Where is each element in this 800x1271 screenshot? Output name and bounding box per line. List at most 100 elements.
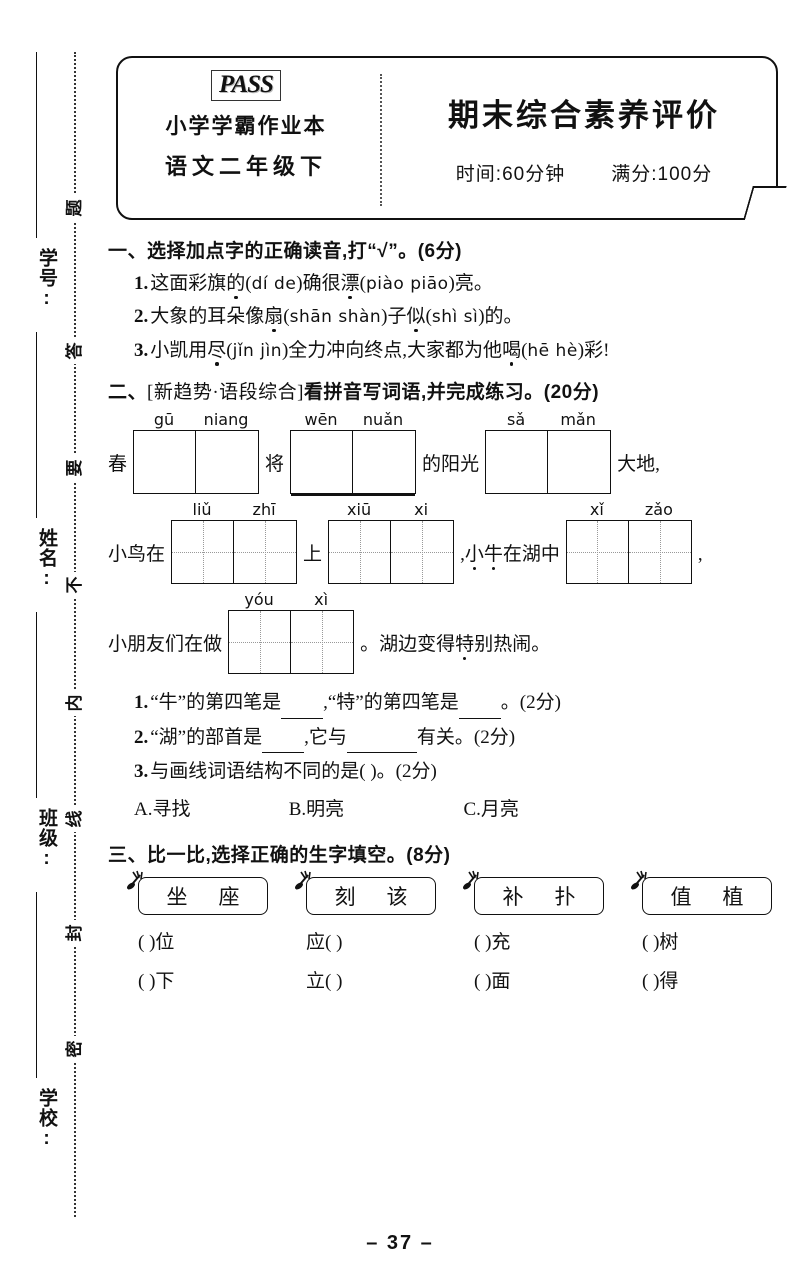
exam-meta: 时间:60分钟 满分:100分 <box>400 159 768 186</box>
answer-blank[interactable] <box>262 723 305 754</box>
fill-in-blank-item[interactable]: 应( ) <box>306 932 343 954</box>
emphasized-char: 扇 <box>264 306 284 328</box>
header-divider <box>380 74 382 206</box>
candidate-char[interactable]: 扑 <box>554 885 576 910</box>
tianzige-box[interactable] <box>565 520 692 585</box>
candidate-char[interactable]: 刻 <box>334 885 356 910</box>
tianzige-cell[interactable] <box>196 431 258 493</box>
seal-rule-school <box>36 892 37 1078</box>
question-text: ,“特”的第四笔是 <box>323 692 459 714</box>
fill-in-blank-item[interactable]: ( )位 <box>138 932 175 954</box>
candidate-char[interactable]: 植 <box>722 885 744 910</box>
tianzige-cell[interactable] <box>172 521 235 584</box>
tianzige-cell[interactable] <box>229 611 292 674</box>
fill-in-blank-item[interactable]: ( )得 <box>642 971 679 993</box>
tianzige-cell[interactable] <box>329 521 392 584</box>
tianzige-cell[interactable] <box>291 431 354 494</box>
fill-in-blank-item[interactable]: ( )充 <box>474 932 511 954</box>
tianzige-cell[interactable] <box>234 521 297 584</box>
fill-in-blank-item[interactable]: ( )面 <box>474 971 511 993</box>
candidate-char[interactable]: 补 <box>502 885 524 910</box>
tianzige-box[interactable] <box>171 520 298 585</box>
sentence-char: 鸟 <box>127 544 147 566</box>
pinyin-option[interactable]: jǐn <box>232 340 255 361</box>
tianzige-box[interactable] <box>485 430 612 495</box>
tianzige-box[interactable] <box>133 430 260 495</box>
candidate-char[interactable]: 坐 <box>166 885 188 910</box>
pinyin-option[interactable]: piào <box>365 274 405 294</box>
tianzige-cell[interactable] <box>628 521 691 584</box>
fill-in-blank-item[interactable]: ( )树 <box>642 932 679 954</box>
tianzige-box[interactable] <box>328 520 455 585</box>
pinyin-option[interactable]: piāo <box>410 274 449 294</box>
sentence-char: 在 <box>184 634 204 656</box>
tianzige-cell[interactable] <box>566 521 629 584</box>
sentence-text: 上 <box>303 539 322 584</box>
section-2-sub-question: 1.“牛”的第四笔是 ,“特”的第四笔是 。(2分) <box>134 688 794 719</box>
pinyin-option[interactable]: dí <box>251 274 269 294</box>
question-number: 3. <box>134 339 149 361</box>
pinyin-option[interactable]: de <box>274 274 297 294</box>
fill-in-blank-item[interactable]: 立( ) <box>306 971 343 993</box>
question-number: 2. <box>134 306 149 328</box>
question-text: ( <box>521 339 528 361</box>
page-number: – 37 – <box>366 1232 434 1254</box>
pinyin-option[interactable]: hē <box>527 340 550 361</box>
answer-blank[interactable] <box>458 688 501 719</box>
option-c[interactable]: C.月亮 <box>463 798 519 820</box>
question-text: 有关。(2分) <box>416 726 516 748</box>
tianzige-cell[interactable] <box>486 431 549 494</box>
question-text: )确很 <box>296 273 341 294</box>
option-a[interactable]: A.寻找 <box>134 798 191 820</box>
tianzige-cell[interactable] <box>353 431 415 493</box>
tianzige-box[interactable] <box>290 430 417 495</box>
tianzige-cell[interactable] <box>391 521 454 584</box>
tianzige-cell[interactable] <box>548 431 610 493</box>
pinyin-option[interactable]: shì <box>431 307 458 328</box>
emphasized-char: 似 <box>406 306 426 328</box>
sentence-char: 地 <box>636 454 656 476</box>
question-number: 3. <box>134 761 149 783</box>
question-text: “牛”的第四笔是 <box>150 692 282 714</box>
pinyin-option[interactable]: shān <box>289 307 333 328</box>
question-text: “湖”的部首是 <box>150 726 263 748</box>
pinyin-option[interactable]: jìn <box>260 340 282 361</box>
candidate-char[interactable]: 值 <box>670 885 692 910</box>
char-choice-box: 刻该 <box>306 877 436 916</box>
fill-in-blank-item[interactable]: ( )下 <box>138 971 175 993</box>
seal-char-1: 答 <box>62 338 88 364</box>
pinyin-syllable: niang <box>203 410 249 430</box>
emphasized-char: 喝 <box>502 339 522 361</box>
tianzige-cell[interactable] <box>134 431 197 494</box>
answer-blank[interactable] <box>281 688 324 719</box>
section-2-sub-question: 3.与画线词语结构不同的是( )。(2分) <box>134 757 794 786</box>
tianzige-box[interactable] <box>228 610 355 675</box>
question-text: ,它与 <box>304 726 347 748</box>
question-text: 这面彩旗 <box>150 273 227 294</box>
pinyin-option[interactable]: sì <box>463 307 479 328</box>
sentence-char: 上 <box>303 544 323 566</box>
option-b[interactable]: B.明亮 <box>288 798 345 820</box>
pinyin-syllable: xiū <box>347 500 372 520</box>
candidate-char[interactable]: 该 <box>386 885 408 910</box>
candidate-char[interactable]: 座 <box>218 885 240 910</box>
pinyin-option[interactable]: hè <box>555 340 578 361</box>
tianzige-cell[interactable] <box>291 611 354 674</box>
sentence-char: 将 <box>265 454 285 476</box>
sentence-char: 中 <box>540 544 560 566</box>
answer-blank[interactable] <box>346 723 417 754</box>
sentence-text: , <box>698 544 703 584</box>
pinyin-option[interactable]: shàn <box>338 307 382 328</box>
